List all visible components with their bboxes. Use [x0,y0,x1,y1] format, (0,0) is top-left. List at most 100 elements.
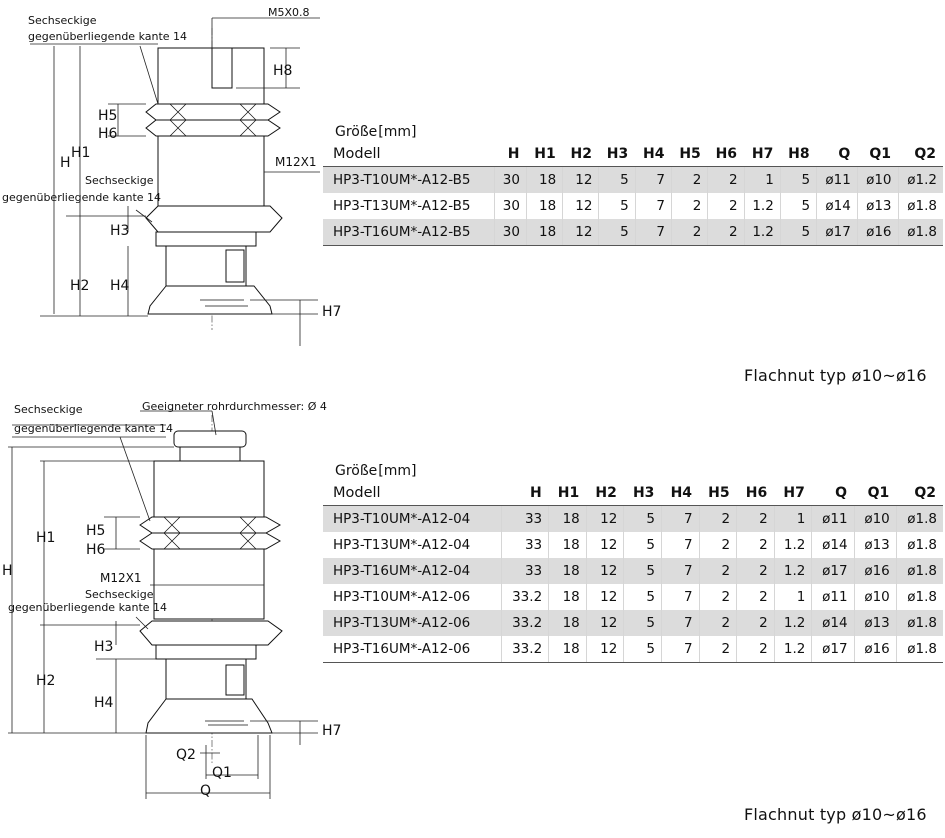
label-h: H [2,563,13,579]
table-cell: ø10 [856,166,899,193]
table-cell: 12 [562,219,599,246]
table-cell: 1.2 [773,532,812,558]
table-cell: ø17 [811,558,855,584]
bottom-size-caption: Größe[mm] [335,463,943,479]
table-cell: ø1.8 [895,636,943,663]
table-cell: 2 [736,532,775,558]
table-row: HP3-T16UM*-A12-04 33 18 12 5 7 2 2 1.2 ø… [323,558,943,584]
label-tube: Geeigneter rohrdurchmesser: Ø 4 [142,400,327,413]
label-h1: H1 [71,145,90,161]
table-cell: ø17 [816,219,858,246]
table-cell: 2 [698,558,737,584]
table-cell: 33 [500,532,549,558]
table-cell: ø16 [853,558,897,584]
table-cell: 18 [525,193,563,219]
table-cell: 7 [660,584,700,610]
table-cell: 33 [500,558,549,584]
table-cell: 18 [525,219,563,246]
col-header: H [494,142,527,167]
col-header: Q2 [896,481,943,506]
table-row: HP3-T10UM*-A12-04 33 18 12 5 7 2 2 1 ø11… [323,505,943,532]
label-h4: H4 [94,695,114,711]
label-h5: H5 [86,523,105,539]
col-header: H5 [671,142,708,167]
table-cell: 1 [773,584,812,610]
table-row: HP3-T10UM*-A12-B5 30 18 12 5 7 2 2 1 5 ø… [323,166,943,193]
table-cell: 7 [634,219,672,246]
table-cell: 7 [634,193,672,219]
label-m12: M12X1 [275,155,316,169]
table-cell: HP3-T10UM*-A12-B5 [323,166,495,193]
table-cell: 1.2 [743,193,781,219]
col-header: H6 [707,142,745,167]
col-header: H7 [774,481,812,506]
bottom-technical-drawing: Sechseckige gegenüberliegende kante 14 G… [0,395,341,810]
col-header: Q [816,142,858,167]
top-footer-note: Flachnut typ ø10~ø16 [744,366,927,385]
table-cell: 12 [562,166,599,193]
table-cell: ø14 [811,610,855,636]
label-hex-top-a: Sechseckige [14,403,83,416]
table-cell: ø11 [816,166,858,193]
label-hex-mid-a: Sechseckige [85,174,154,187]
table-cell: ø16 [856,219,899,246]
col-header: Q2 [898,142,943,167]
table-cell: HP3-T10UM*-A12-06 [333,589,471,605]
col-header: H3 [598,142,636,167]
table-cell: ø1.8 [895,584,943,610]
col-header: H8 [780,142,817,167]
label-q2: Q2 [176,747,196,763]
table-cell: 30 [494,166,527,193]
table-cell: 33.2 [500,610,549,636]
table-cell: 1 [773,505,812,532]
label-hex-top-b: gegenüberliegende kante 14 [14,422,173,435]
table-cell: 7 [660,505,700,532]
top-drawing-svg: Sechseckige gegenüberliegende kante 14 M… [2,6,341,346]
table-cell: 2 [707,166,745,193]
label-hex-mid-a: Sechseckige [85,588,154,601]
table-cell: HP3-T13UM*-A12-04 [333,537,471,553]
table-cell: ø1.8 [895,505,943,532]
table-cell: 7 [660,558,700,584]
table-row: HP3-T16UM*-A12-B5 30 18 12 5 7 2 2 1.2 5… [323,219,943,246]
label-h6: H6 [98,126,118,142]
table-row: HP3-T13UM*-A12-04 33 18 12 5 7 2 2 1.2 ø… [323,532,943,558]
table-cell: 2 [671,219,708,246]
table-cell: 5 [598,166,636,193]
col-header: H6 [736,481,775,506]
table-cell: ø16 [853,636,897,663]
table-cell: 7 [634,166,672,193]
table-cell: 2 [671,166,708,193]
label-h3: H3 [94,639,113,655]
bottom-spec-section: Größe[mm] Modell H H1 H2 H3 H4 H5 H6 H7 … [323,463,943,663]
table-row: HP3-T13UM*-A12-06 33.2 18 12 5 7 2 2 1.2… [323,610,943,636]
table-cell: 5 [623,532,662,558]
table-cell: 5 [779,219,817,246]
table-cell: ø14 [816,193,858,219]
top-spec-section: Größe[mm] Modell H H1 H2 H3 H4 H5 H6 H7 … [323,124,943,246]
table-cell: 12 [585,584,624,610]
table-cell: 18 [548,636,587,663]
label-h5: H5 [98,108,117,124]
table-cell: 5 [623,636,662,663]
table-cell: 5 [623,505,662,532]
table-cell: ø1.2 [897,166,943,193]
label-thread-top: M5X0.8 [268,6,310,19]
table-cell: HP3-T13UM*-A12-B5 [333,198,471,214]
top-technical-drawing: Sechseckige gegenüberliegende kante 14 M… [0,0,341,350]
label-h1: H1 [36,530,55,546]
col-header: Q1 [857,142,899,167]
table-cell: ø14 [811,532,855,558]
table-cell: 1.2 [773,558,812,584]
table-cell: HP3-T16UM*-A12-06 [323,636,502,663]
bottom-spec-table: Modell H H1 H2 H3 H4 H5 H6 H7 Q Q1 Q2 HP… [323,481,943,663]
table-cell: 18 [548,584,587,610]
col-header: H7 [744,142,781,167]
table-cell: ø13 [853,532,897,558]
top-unit-label: [mm] [378,124,417,140]
table-cell: 2 [707,193,745,219]
table-row: HP3-T13UM*-A12-B5 30 18 12 5 7 2 2 1.2 5… [323,193,943,219]
bottom-size-label: Größe [335,463,378,479]
label-h2: H2 [36,673,55,689]
col-header: H1 [548,481,587,506]
